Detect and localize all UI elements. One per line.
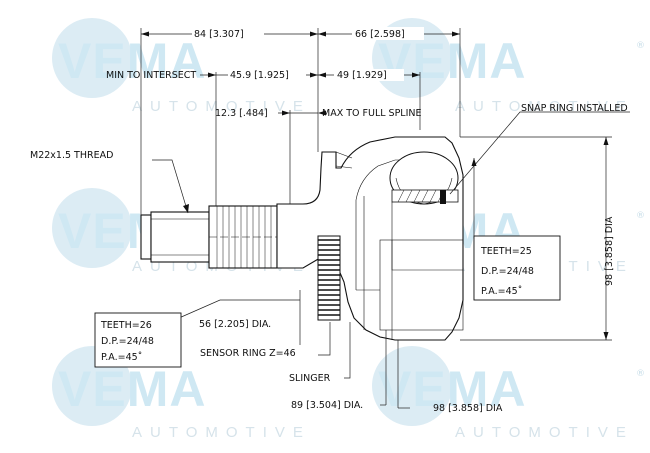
sensor-ring [317, 235, 341, 321]
dim-overall-left: 84 [3.307] [194, 29, 244, 40]
inner-pa: P.A.=45˚ [481, 286, 522, 297]
thread-end [140, 214, 152, 260]
dim-small-offset: 12.3 [.484] [215, 108, 268, 119]
bell-internals [355, 151, 464, 340]
watermark-sub: AUTOMOTIVE [132, 424, 311, 441]
watermark-brand: VEMA [58, 361, 206, 417]
dim-outer-dia-right: 98 [3.858] DIA [433, 403, 503, 414]
dim-max-full-spline: MAX TO FULL SPLINE [322, 108, 422, 119]
dim-min-intersect-label: MIN TO INTERSECT [106, 70, 196, 81]
outer-dp: D.P.=24/48 [101, 336, 154, 347]
registered-mark: ® [636, 41, 645, 51]
dim-outer-dia-left: 89 [3.504] DIA. [291, 400, 363, 411]
sensor-ring-teeth [318, 239, 340, 316]
dim-height-dia: 98 [3.858] DIA [604, 216, 615, 286]
outer-teeth: TEETH=26 [100, 320, 152, 331]
registered-mark: ® [636, 211, 645, 221]
inner-teeth: TEETH=25 [480, 246, 532, 257]
watermark-sub: AUTOMOTIVE [455, 98, 634, 115]
dim-intersect-right: 49 [1.929] [337, 70, 387, 81]
watermark-bottom-left: VEMA AUTOMOTIVE [52, 346, 311, 441]
watermark-bottom-right: VEMA AUTOMOTIVE ® [372, 346, 645, 441]
outer-pa: P.A.=45˚ [101, 352, 142, 363]
dim-snap-ring: SNAP RING INSTALLED [521, 103, 628, 114]
registered-mark: ® [636, 369, 645, 379]
snap-ring-mark [440, 190, 446, 204]
dim-slinger: SLINGER [289, 373, 331, 384]
dim-min-intersect-value: 45.9 [1.925] [230, 70, 289, 81]
spline-box-inner: TEETH=25 D.P.=24/48 P.A.=45˚ [473, 235, 561, 301]
dim-overall-right: 66 [2.598] [355, 29, 405, 40]
dim-thread: M22x1.5 THREAD [30, 150, 113, 161]
thread-body [150, 211, 210, 263]
inner-dp: D.P.=24/48 [481, 266, 534, 277]
spline-box-outer: TEETH=26 D.P.=24/48 P.A.=45˚ [94, 312, 182, 368]
watermark-sub: AUTOMOTIVE [132, 98, 311, 115]
dim-shaft-dia: 56 [2.205] DIA. [199, 319, 271, 330]
dimension-labels: 84 [3.307] 66 [2.598] MIN TO INTERSECT 4… [30, 27, 628, 414]
dim-sensor-ring: SENSOR RING Z=46 [200, 348, 296, 359]
watermark-top-left: VEMA AUTOMOTIVE [52, 18, 311, 115]
watermark-sub: AUTOMOTIVE [455, 424, 634, 441]
watermark-brand: VEMA [58, 33, 206, 89]
